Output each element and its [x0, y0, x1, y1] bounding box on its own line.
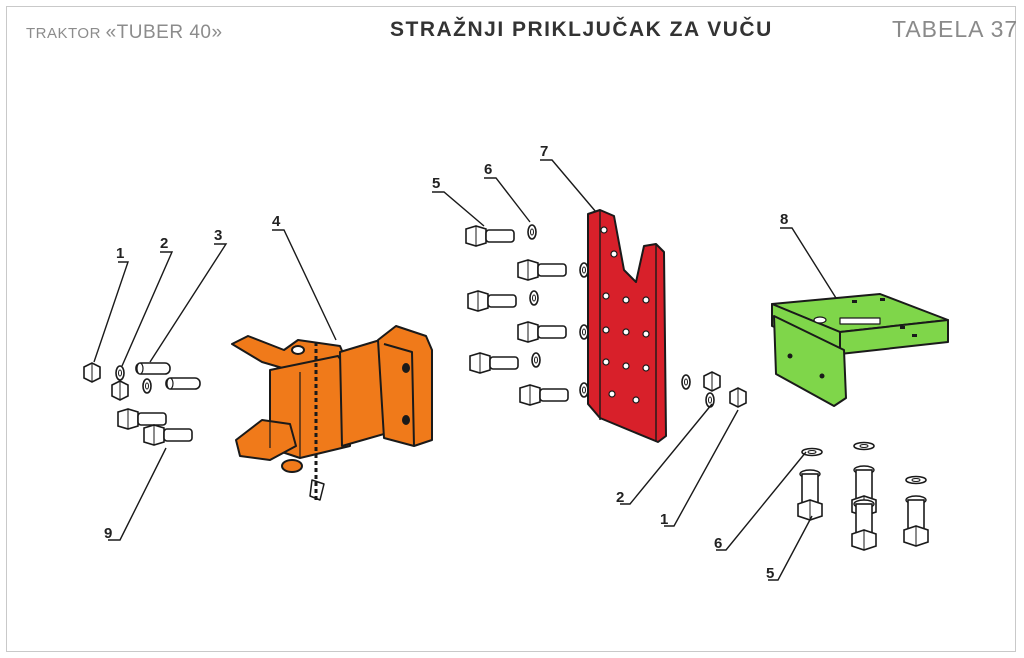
- bolt-icon: [469, 352, 519, 374]
- diagram-frame: [6, 6, 1016, 652]
- callout-6: 6: [484, 161, 492, 178]
- bolt-icon: [519, 384, 569, 406]
- washer-icon: [705, 392, 715, 408]
- bolt-icon: [851, 499, 877, 551]
- nut-icon: [703, 371, 721, 392]
- nut-icon: [111, 380, 129, 401]
- tractor-model-label: TRAKTOR «TUBER 40»: [26, 22, 223, 43]
- bolt-icon: [465, 225, 515, 247]
- callout-1: 1: [660, 511, 668, 528]
- washer-icon: [801, 447, 823, 457]
- washer-icon: [531, 352, 541, 368]
- washer-icon: [529, 290, 539, 306]
- callout-2: 2: [160, 235, 168, 252]
- left-fastener-group: [83, 362, 201, 446]
- bolt-icon: [797, 469, 823, 521]
- pin-icon: [135, 362, 171, 375]
- washer-icon: [905, 475, 927, 485]
- callout-2: 2: [616, 489, 624, 506]
- callout-8: 8: [780, 211, 788, 228]
- table-number: TABELA 37: [892, 16, 1019, 42]
- bolt-icon: [143, 424, 193, 446]
- washer-icon: [527, 224, 537, 240]
- mounting-plate-icon: [587, 209, 667, 443]
- pin-icon: [165, 377, 201, 390]
- bolt-icon: [467, 290, 517, 312]
- washer-icon: [579, 324, 589, 340]
- washer-icon: [142, 378, 152, 394]
- towing-hitch-icon: [231, 325, 433, 501]
- callout-5: 5: [432, 175, 440, 192]
- washer-icon: [579, 262, 589, 278]
- callout-3: 3: [214, 227, 222, 244]
- washer-icon: [681, 374, 691, 390]
- callout-4: 4: [272, 213, 281, 230]
- callout-5: 5: [766, 565, 774, 582]
- callout-7: 7: [540, 143, 548, 160]
- washer-icon: [115, 365, 125, 381]
- bolt-icon: [903, 495, 929, 547]
- callout-1: 1: [116, 245, 124, 262]
- plate-fastener-group: [465, 224, 589, 406]
- washer-icon: [853, 441, 875, 451]
- bolt-icon: [517, 321, 567, 343]
- leader-lines: [93, 159, 837, 581]
- support-bracket-icon: [771, 293, 949, 407]
- nut-icon: [729, 387, 747, 408]
- callout-9: 9: [104, 525, 112, 542]
- nut-icon: [83, 362, 101, 383]
- bolt-icon: [517, 259, 567, 281]
- washer-icon: [579, 382, 589, 398]
- bracket-fastener-group: [797, 441, 929, 551]
- right-plate-fastener-group: [681, 371, 747, 408]
- page-title: STRAŽNJI PRIKLJUČAK ZA VUČU: [390, 18, 773, 41]
- callout-6: 6: [714, 535, 722, 552]
